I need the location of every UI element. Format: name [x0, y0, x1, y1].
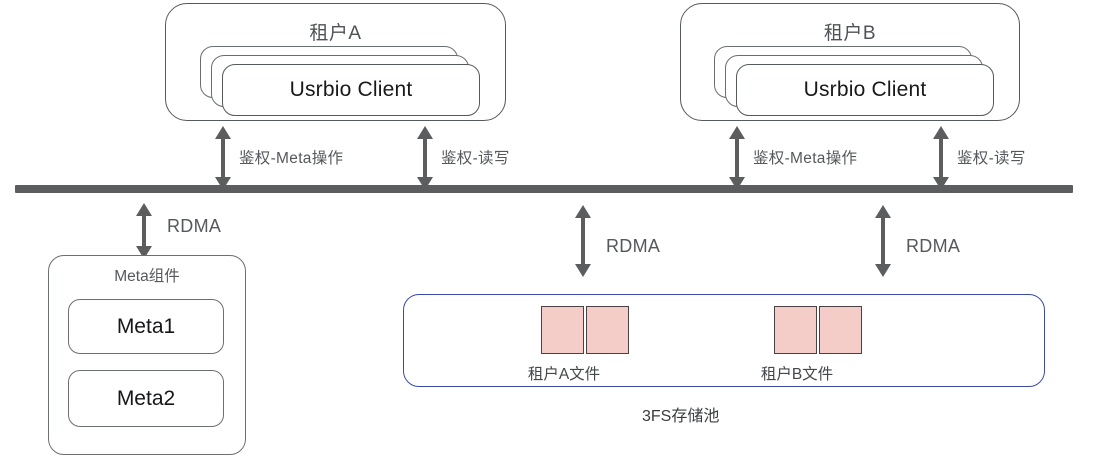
rdma-pool-right-arrow: [872, 205, 894, 277]
file-group-tenant-a: [541, 306, 629, 354]
tenant-a-client-card[interactable]: Usrbio Client: [222, 64, 480, 116]
file-group-tenant-a-caption: 租户A文件: [527, 366, 601, 383]
tenant-b-client-label: Usrbio Client: [803, 78, 927, 101]
file-block: [541, 306, 584, 354]
network-backbone: [15, 185, 1073, 193]
rdma-pool-right-label: RDMA: [906, 236, 961, 256]
tenant-b-auth-rw-label: 鉴权-读写: [957, 150, 1026, 167]
file-block: [774, 306, 817, 354]
meta-item-meta2[interactable]: Meta2: [68, 370, 224, 427]
tenant-b-auth-meta-arrow: [726, 126, 748, 190]
tenant-a-client-label: Usrbio Client: [289, 78, 413, 101]
file-group-tenant-b-caption: 租户B文件: [760, 366, 834, 383]
tenant-b-client-card[interactable]: Usrbio Client: [736, 64, 994, 116]
tenant-a-label: 租户A: [309, 23, 362, 44]
file-group-tenant-b: [774, 306, 862, 354]
tenant-a-auth-rw-arrow: [414, 126, 436, 190]
rdma-meta-label: RDMA: [167, 216, 222, 236]
meta-item-meta2-label: Meta2: [116, 386, 176, 410]
meta-item-meta1-label: Meta1: [116, 314, 176, 338]
tenant-a-auth-meta-arrow: [212, 126, 234, 190]
meta-component-title: Meta组件: [114, 268, 180, 285]
tenant-a-auth-rw-label: 鉴权-读写: [441, 150, 510, 167]
tenant-b-auth-rw-arrow: [930, 126, 952, 190]
tenant-b-label: 租户B: [823, 23, 877, 44]
rdma-pool-left-arrow: [572, 205, 594, 277]
tenant-b-auth-meta-label: 鉴权-Meta操作: [753, 150, 858, 167]
rdma-pool-left-label: RDMA: [606, 236, 661, 256]
file-block: [586, 306, 629, 354]
rdma-meta-arrow: [133, 203, 155, 259]
storage-pool-caption: 3FS存储池: [642, 408, 720, 425]
meta-item-meta1[interactable]: Meta1: [68, 299, 224, 354]
storage-pool-box: [403, 294, 1045, 387]
file-block: [819, 306, 862, 354]
tenant-a-auth-meta-label: 鉴权-Meta操作: [239, 150, 344, 167]
